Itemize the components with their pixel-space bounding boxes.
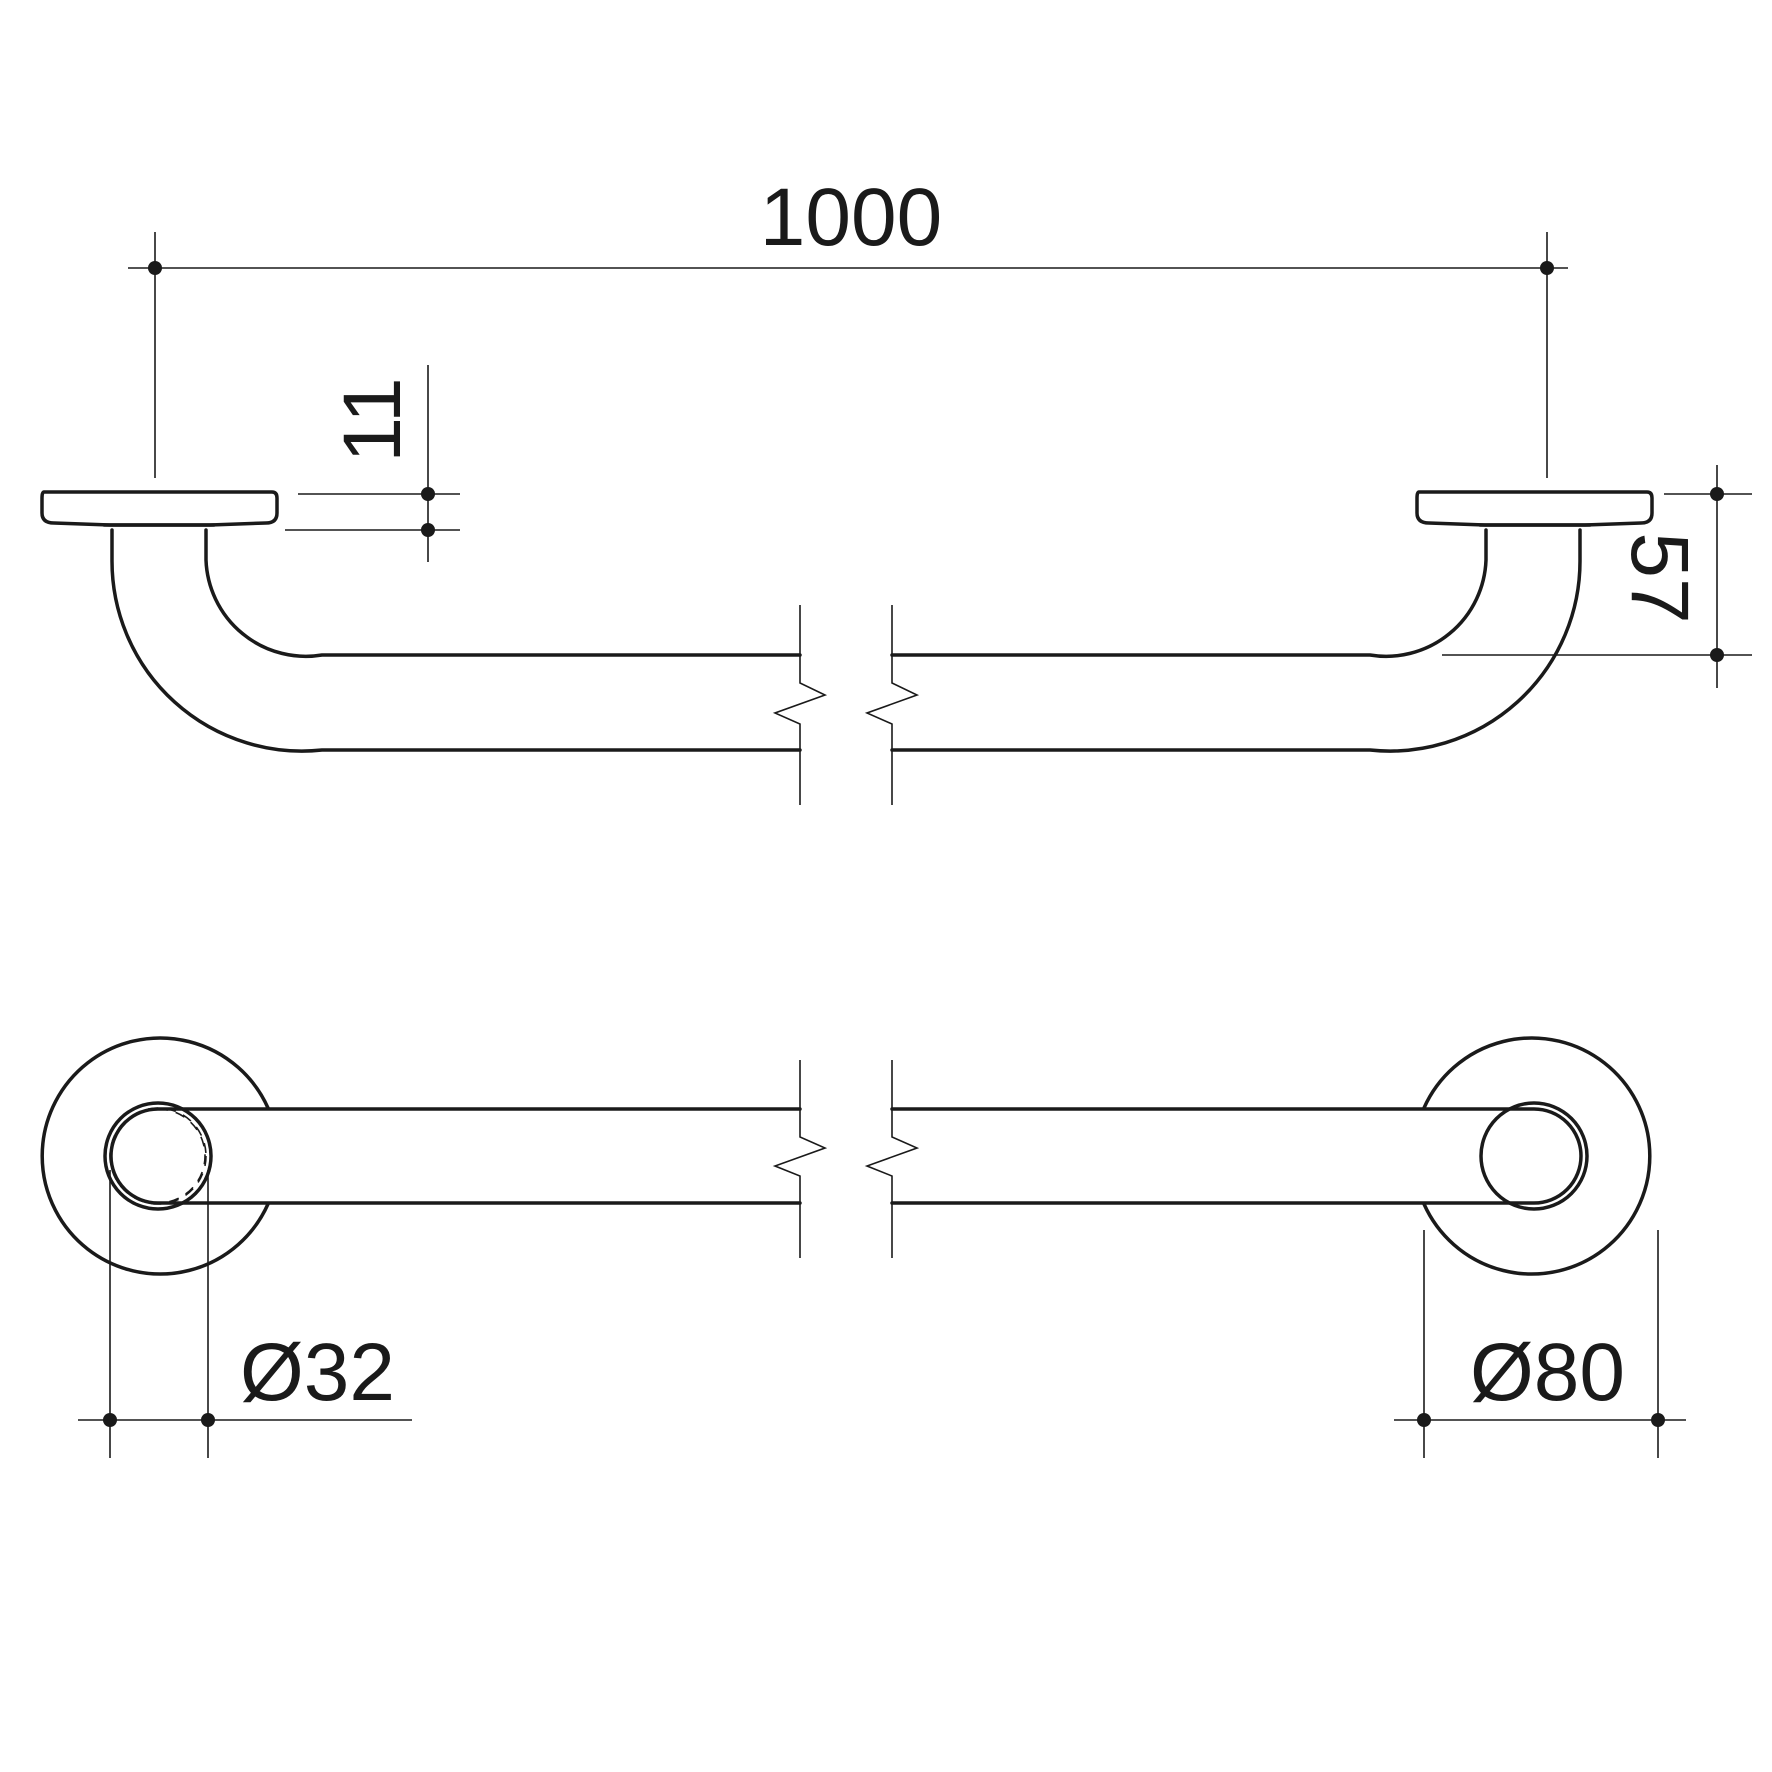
- left-flange-circle: [40, 1036, 270, 1276]
- top-break-line-right: [864, 1060, 920, 1258]
- dimension-tube-diameter: Ø32: [78, 1170, 412, 1458]
- top-view: [40, 1036, 1652, 1276]
- dimension-projection-label: 57: [1614, 532, 1705, 623]
- top-break-line-left: [772, 1060, 828, 1258]
- right-tube-inner: [890, 528, 1488, 659]
- left-tube-inner: [204, 528, 802, 659]
- left-tube-hidden-end: [157, 1108, 206, 1204]
- dimension-tube-diameter-label: Ø32: [240, 1327, 395, 1418]
- dimension-flange-thickness-label: 11: [327, 377, 418, 462]
- right-flange-circle: [1422, 1036, 1652, 1276]
- right-boss-outer: [1479, 1101, 1589, 1211]
- side-view: [40, 490, 1654, 805]
- dimension-flange-diameter: Ø80: [1394, 1230, 1686, 1458]
- dimension-overall-length-label: 1000: [760, 172, 942, 263]
- dimension-overall-length: 1000: [128, 172, 1568, 478]
- break-line-left: [772, 605, 828, 805]
- left-tube-plan: [109, 1107, 802, 1205]
- right-flange-plate: [1415, 490, 1654, 527]
- dimension-flange-thickness: 11: [285, 365, 460, 562]
- left-flange-plate: [40, 490, 279, 527]
- right-tube-plan: [890, 1107, 1583, 1205]
- left-boss-outer: [103, 1101, 213, 1211]
- left-tube-outer: [110, 528, 802, 753]
- right-tube-outer: [890, 528, 1582, 753]
- dimension-flange-diameter-label: Ø80: [1470, 1327, 1625, 1418]
- dimension-projection: 57: [1442, 465, 1752, 688]
- break-line-right: [864, 605, 920, 805]
